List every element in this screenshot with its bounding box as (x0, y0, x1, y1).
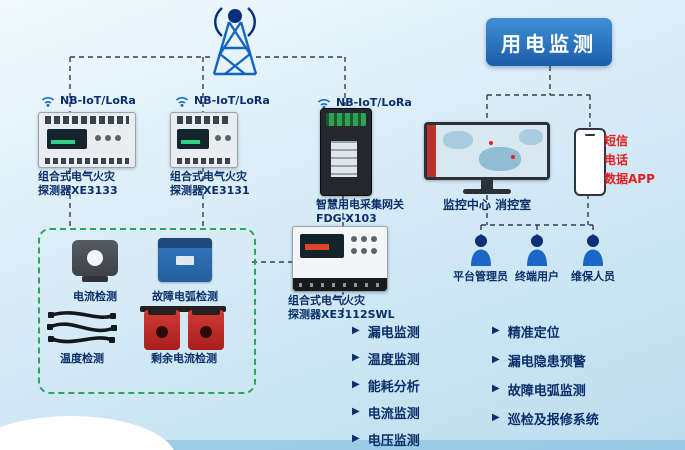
triangle-bullet-icon: ▶ (352, 406, 360, 417)
person-label-admin: 平台管理员 (453, 270, 508, 283)
current-transformer-base (82, 276, 108, 282)
person-icon-user (524, 234, 550, 266)
feature-list-right: ▶精准定位 ▶漏电隐患预警 ▶故障电弧监测 ▶巡检及报修系统 (492, 324, 599, 440)
device-terminals (45, 116, 129, 124)
triangle-bullet-icon: ▶ (492, 325, 500, 336)
label-line: 探测器XE3131 (170, 184, 250, 197)
protocol-label-3: NB-IoT/LoRa (316, 96, 412, 109)
label-line: 监控中心 消控室 (442, 198, 532, 212)
detection-label-arc: 故障电弧检测 (152, 290, 218, 303)
antenna-tower-icon (198, 4, 272, 78)
detector-xe3131-icon (170, 112, 238, 168)
gateway-label-area (328, 137, 360, 181)
detector-xe3133-icon (38, 112, 136, 168)
monitor-stand (481, 180, 493, 189)
temperature-cable-icon (46, 306, 118, 348)
triangle-bullet-icon: ▶ (352, 325, 360, 336)
device-terminals (177, 116, 231, 124)
detector-xe3133-label: 组合式电气火灾 探测器XE3133 (38, 170, 118, 198)
feature-item: ▶能耗分析 (352, 379, 420, 395)
person-icon-maintainer (580, 234, 606, 266)
detector-xe3112swl-label: 组合式电气火灾 探测器XE3112SWL (288, 294, 395, 322)
detection-label-residual: 剩余电流检测 (151, 352, 217, 365)
label-line: FDG-X103 (316, 212, 377, 225)
app-channel-sms: 短信 (604, 134, 629, 148)
protocol-text: NB-IoT/LoRa (336, 96, 412, 109)
bottom-decor-band (0, 440, 685, 450)
detector-xe3131-label: 组合式电气火灾 探测器XE3131 (170, 170, 250, 198)
feature-item: ▶温度监测 (352, 352, 420, 368)
device-screen (177, 129, 209, 149)
label-line: 组合式电气火灾 (38, 170, 115, 183)
device-screen (300, 234, 344, 258)
label-line: 探测器XE3112SWL (288, 308, 395, 321)
protocol-text: NB-IoT/LoRa (194, 94, 270, 107)
monitor-icon (424, 122, 550, 180)
transformer-busbar (140, 306, 226, 312)
device-terminals (45, 158, 129, 164)
app-channels: 短信 电话 数据APP (604, 132, 655, 189)
feature-item: ▶漏电隐患预警 (492, 354, 586, 370)
detector-xe3112swl-icon (292, 226, 388, 292)
triangle-bullet-icon: ▶ (352, 433, 360, 444)
feature-item: ▶故障电弧监测 (492, 383, 586, 399)
transformer-block (188, 308, 224, 350)
person-label-maintainer: 维保人员 (571, 270, 615, 283)
device-buttons (215, 135, 231, 141)
transformer-block (144, 308, 180, 350)
protocol-label-1: NB-IoT/LoRa (40, 94, 136, 107)
protocol-text: NB-IoT/LoRa (60, 94, 136, 107)
feature-item: ▶巡检及报修系统 (492, 412, 599, 428)
triangle-bullet-icon: ▶ (352, 379, 360, 390)
gateway-label: 智慧用电采集网关 FDG-X103 (316, 198, 404, 226)
triangle-bullet-icon: ▶ (492, 354, 500, 365)
app-channel-call: 电话 (604, 153, 629, 167)
detection-label-current: 电流检测 (73, 290, 117, 303)
page-title: 用电监测 (486, 18, 612, 66)
label-line: 组合式电气火灾 (288, 294, 365, 307)
monitor-screen (427, 125, 547, 177)
triangle-bullet-icon: ▶ (492, 412, 500, 423)
triangle-bullet-icon: ▶ (492, 383, 500, 394)
person-icon-admin (468, 234, 494, 266)
wifi-icon (174, 94, 190, 107)
label-line: 智慧用电采集网关 (316, 198, 404, 211)
label-line: 组合式电气火灾 (170, 170, 247, 183)
feature-item: ▶电压监测 (352, 433, 420, 449)
device-buttons (351, 248, 377, 254)
gateway-terminal-block (326, 113, 366, 126)
control-center-label: 监控中心 消控室 (420, 198, 554, 212)
page-title-label: 用电监测 (501, 31, 597, 56)
wifi-icon (40, 94, 56, 107)
gateway-fdg-x103-icon (320, 108, 372, 196)
feature-item: ▶电流监测 (352, 406, 420, 422)
feature-list-left: ▶漏电监测 ▶温度监测 ▶能耗分析 ▶电流监测 ▶电压监测 (352, 324, 420, 450)
protocol-label-2: NB-IoT/LoRa (174, 94, 270, 107)
arc-fault-device-icon (158, 238, 212, 282)
device-buttons (351, 236, 377, 242)
person-label-user: 终端用户 (515, 270, 559, 283)
feature-item: ▶精准定位 (492, 325, 560, 341)
residual-current-transformer-icon (136, 306, 232, 352)
phone-icon (574, 128, 606, 196)
detection-zone (38, 228, 256, 394)
device-terminals (177, 158, 231, 164)
device-buttons (95, 135, 121, 141)
label-line: 探测器XE3133 (38, 184, 118, 197)
bottom-decor-ellipse (0, 416, 176, 450)
device-screen (47, 129, 87, 149)
app-channel-app: 数据APP (604, 172, 655, 186)
current-transformer-icon (72, 240, 118, 276)
detection-label-temperature: 温度检测 (60, 352, 104, 365)
device-terminal-band (293, 278, 387, 291)
feature-item: ▶漏电监测 (352, 325, 420, 341)
monitor-sidebar (427, 125, 436, 177)
monitor-stand-base (463, 189, 511, 194)
triangle-bullet-icon: ▶ (352, 352, 360, 363)
